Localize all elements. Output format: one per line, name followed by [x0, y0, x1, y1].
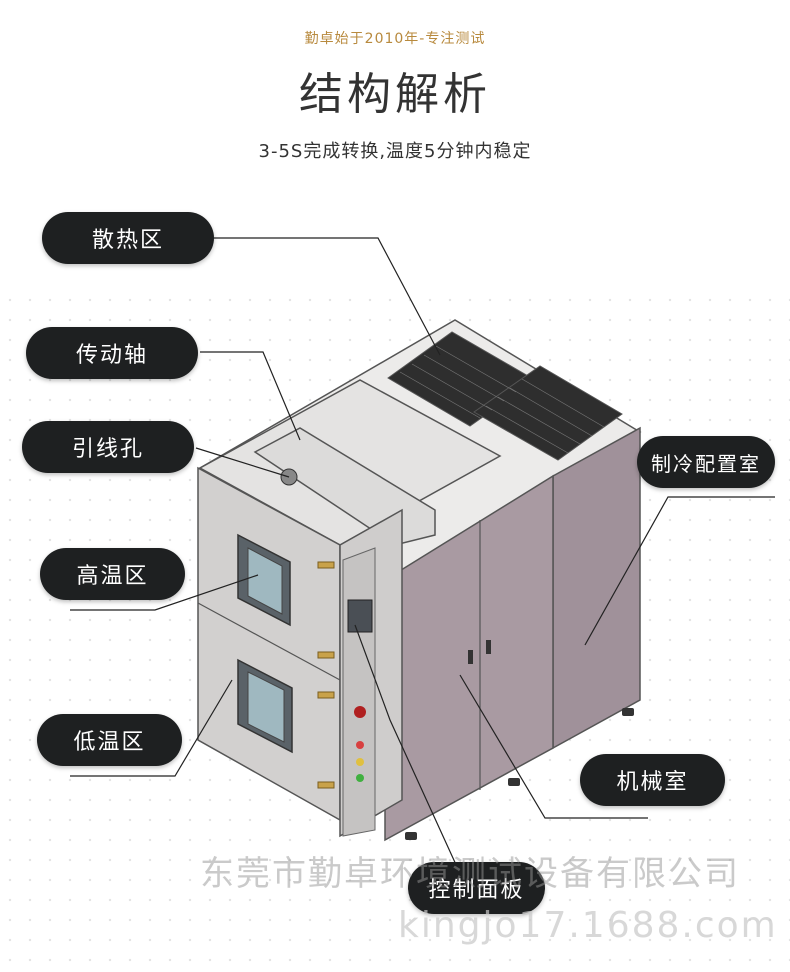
watermark-site: kingjo17.1688.com	[398, 905, 778, 946]
label-control-panel: 控制面板	[408, 862, 545, 914]
page-title: 结构解析	[299, 69, 491, 120]
leader-heat-zone	[196, 237, 441, 356]
label-cooling-room: 制冷配置室	[637, 436, 775, 488]
watermark-company: 东莞市勤卓环境测试设备有限公司	[200, 854, 740, 894]
label-machine-room: 机械室	[580, 754, 725, 806]
leader-drive-shaft	[200, 351, 301, 441]
cooling-cabinet-side	[552, 426, 641, 750]
brand-subtitle: 勤卓始于2010年-专注测试	[304, 31, 486, 47]
leader-high-temp	[70, 574, 259, 611]
label-high-temp: 高温区	[40, 548, 185, 600]
leader-control-panel	[354, 624, 464, 881]
control-screen	[347, 599, 373, 633]
heat-grille-2	[473, 365, 623, 461]
label-low-temp: 低温区	[37, 714, 182, 766]
label-cable-hole: 引线孔	[22, 421, 194, 473]
leader-cable-hole	[195, 447, 290, 478]
leader-cooling-room	[584, 496, 775, 646]
leader-low-temp	[70, 679, 233, 777]
label-drive-shaft: 传动轴	[26, 327, 198, 379]
label-heat-zone: 散热区	[42, 212, 214, 264]
tagline: 3-5S完成转换,温度5分钟内稳定	[258, 141, 532, 162]
leader-machine-room	[459, 674, 648, 819]
emergency-button	[354, 706, 366, 718]
